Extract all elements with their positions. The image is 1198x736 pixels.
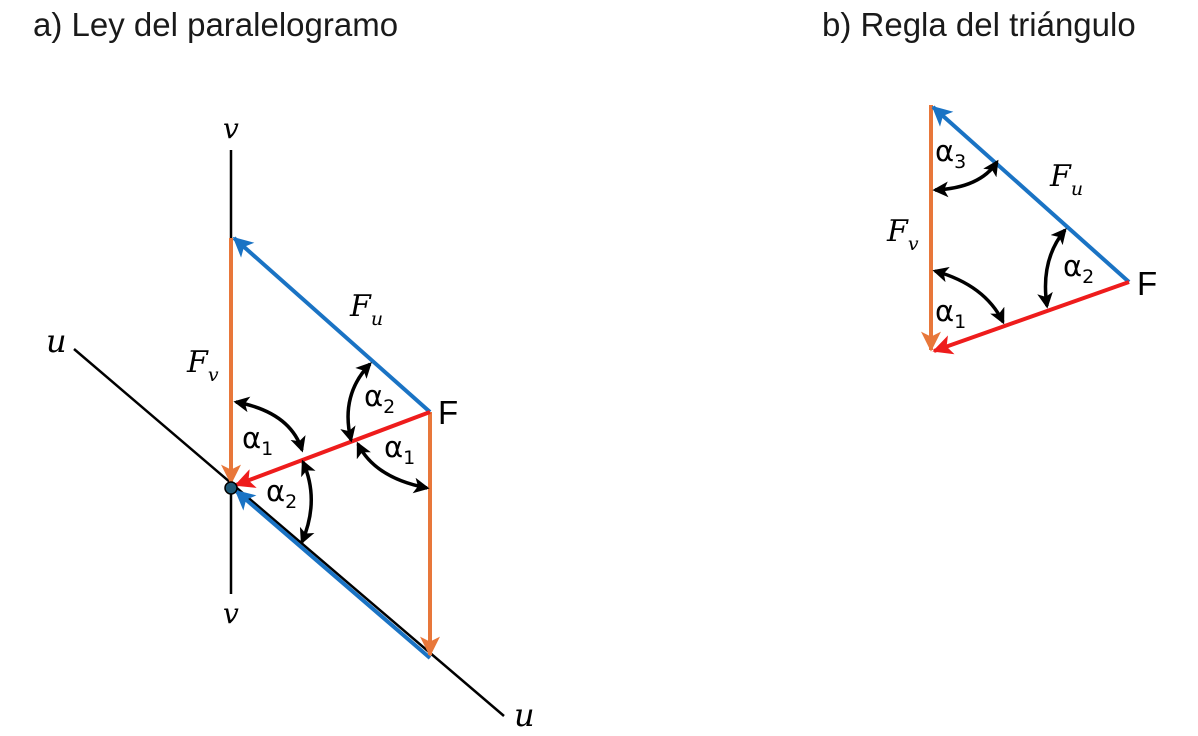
fv-label-b: Fv: [886, 214, 919, 255]
u-axis-label-right: u: [514, 696, 535, 734]
alpha1-label-b: α1: [935, 294, 966, 333]
angle-arc-alpha1-left: [233, 396, 306, 453]
angle-arc-alpha2-upper: [340, 362, 372, 443]
fu-lower-arrow: [234, 489, 432, 660]
f-label-b: F: [1137, 265, 1157, 302]
alpha2-label-b: α2: [1063, 249, 1094, 288]
alpha2-label-lower: α2: [266, 474, 297, 513]
panel-parallelogram: a) Ley del paralelogramo v v u u Fu Fv F…: [33, 6, 535, 734]
resultant-f-vector: [234, 410, 431, 488]
fu-label-b: Fu: [1049, 159, 1083, 200]
angle-arc-alpha2-lower: [299, 459, 316, 545]
resultant-f-vector-b: [932, 280, 1130, 355]
fu-vector-b: [931, 105, 1131, 284]
v-axis-label-top: v: [223, 112, 239, 145]
angle-arc-alpha1-b: [932, 266, 1005, 325]
fu-vector: [232, 236, 432, 414]
fu-label: Fu: [349, 289, 383, 330]
angle-arc-alpha1-right: [356, 441, 430, 494]
alpha2-label-upper: α2: [364, 379, 395, 418]
panel-a-title: a) Ley del paralelogramo: [33, 6, 398, 43]
v-axis-label-bottom: v: [223, 597, 239, 630]
fv-label: Fv: [186, 345, 219, 386]
alpha1-label-left: α1: [242, 421, 273, 460]
origin-point: [224, 481, 238, 495]
angle-arc-alpha3-b: [932, 159, 999, 198]
panel-b-title: b) Regla del triángulo: [822, 6, 1136, 43]
f-label: F: [438, 394, 458, 431]
panel-triangle: b) Regla del triángulo Fu Fv F α3 α1 α2: [822, 6, 1157, 355]
alpha3-label-b: α3: [935, 134, 966, 173]
u-axis-label-left: u: [46, 322, 67, 360]
angle-arc-alpha2-b: [1037, 227, 1067, 309]
alpha1-label-right: α1: [384, 430, 415, 469]
